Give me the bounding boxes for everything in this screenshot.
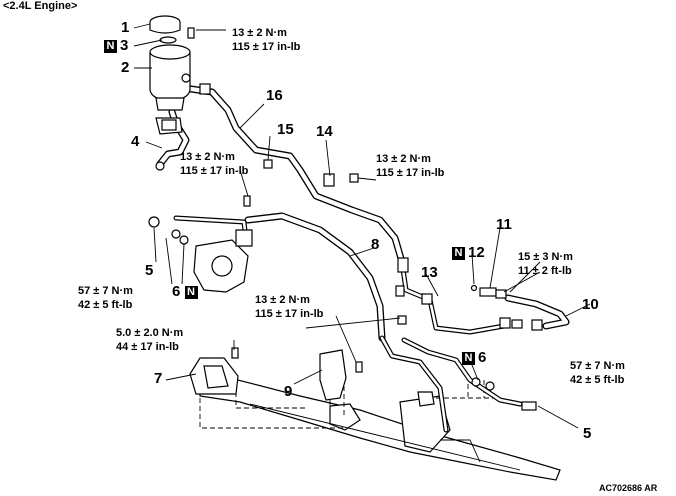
new-part-mark: N	[462, 352, 475, 365]
callout-7: 7	[154, 370, 163, 387]
callout-1: 1	[121, 19, 130, 36]
cooler-hose	[504, 294, 570, 330]
callout-8: 8	[371, 236, 380, 253]
pressure-hose	[244, 212, 386, 342]
callout-15: 15	[277, 121, 294, 138]
fittings	[148, 27, 543, 411]
clamp-9	[319, 349, 347, 401]
engine-variant-header: <2.4L Engine>	[3, 0, 78, 12]
new-part-mark: N	[104, 40, 117, 53]
new-part-mark: N	[184, 286, 198, 299]
callout-6-upper: 6 N	[172, 283, 201, 300]
callout-16: 16	[266, 87, 283, 104]
new-part-mark: N	[452, 247, 465, 260]
callout-11: 11	[496, 216, 512, 233]
bracket-7	[189, 357, 239, 395]
callout-5-lower: 5	[583, 425, 592, 442]
callout-5-upper: 5	[145, 262, 154, 279]
callout-9: 9	[284, 383, 293, 400]
callout-13: 13	[421, 264, 438, 281]
oil-pump	[193, 229, 253, 293]
steering-gear-rack	[199, 377, 561, 481]
callout-14: 14	[316, 123, 333, 140]
callout-2: 2	[121, 59, 130, 76]
figure-code: AC702686 AR	[599, 483, 658, 493]
callout-10: 10	[582, 296, 599, 313]
callout-4: 4	[131, 133, 140, 150]
suction-hose	[180, 84, 406, 266]
